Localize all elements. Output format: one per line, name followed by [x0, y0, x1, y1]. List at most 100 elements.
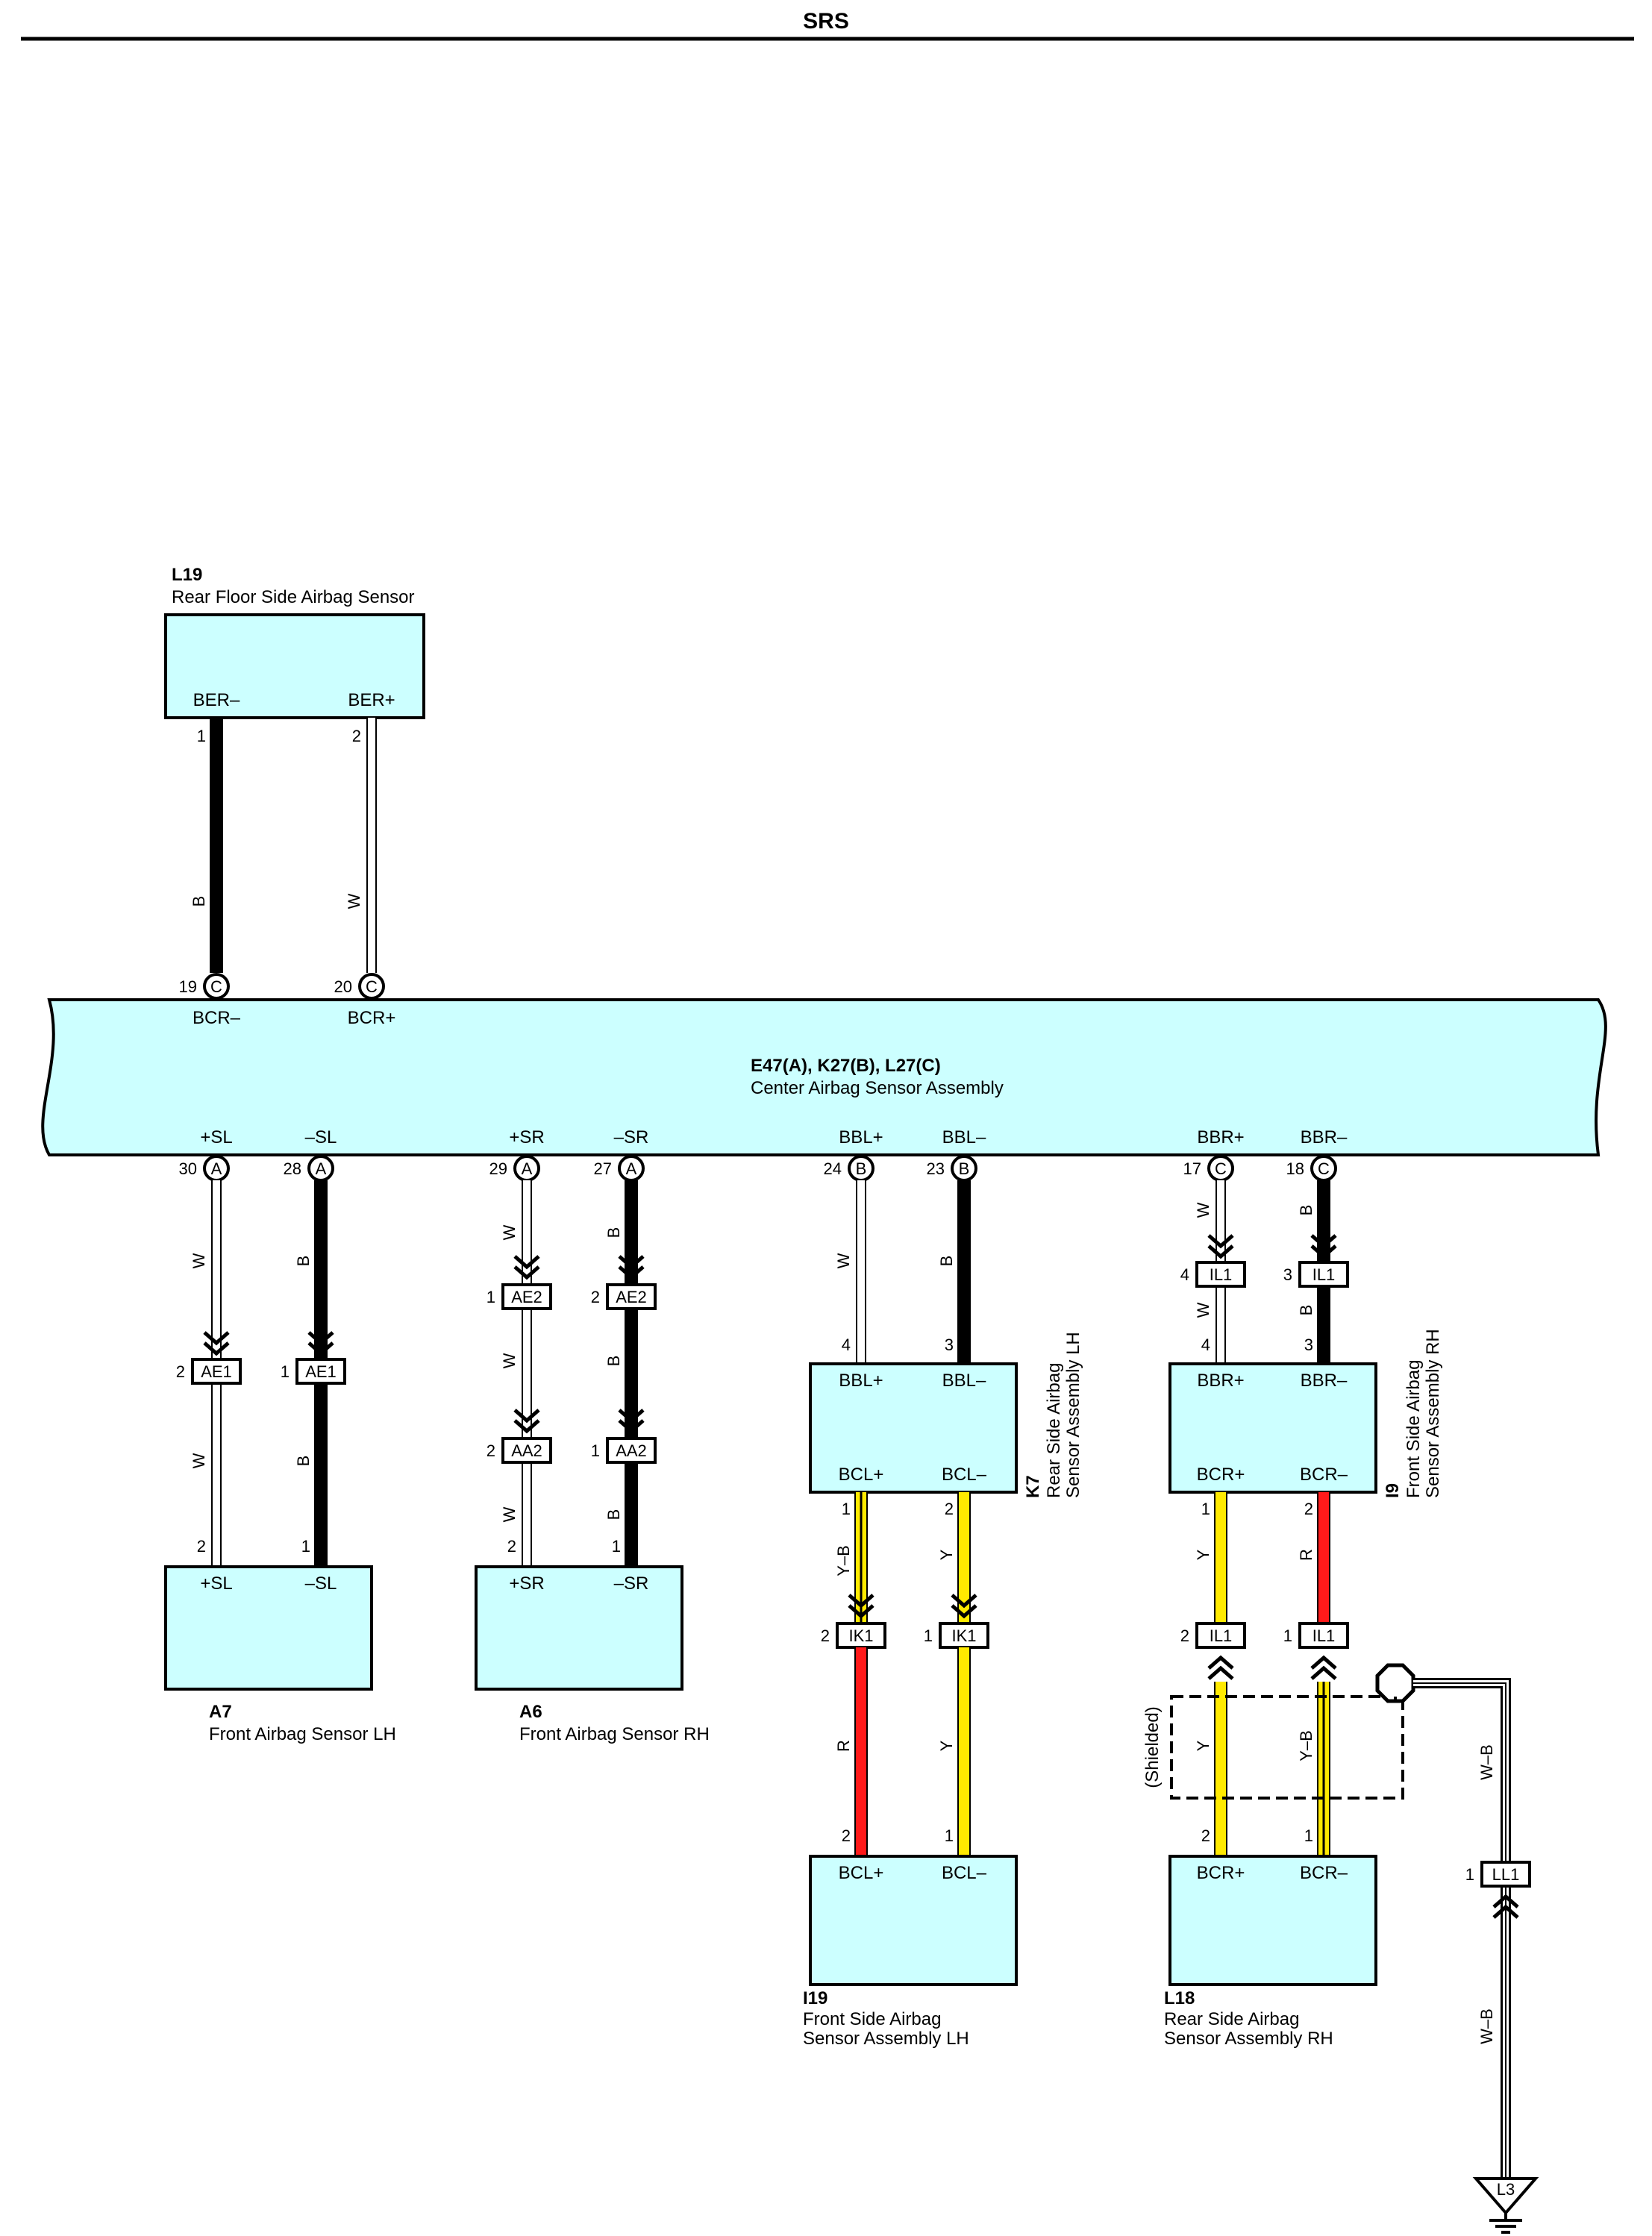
connector-letter: B	[856, 1159, 867, 1178]
connector-letter: C	[366, 977, 378, 996]
pin-label: 1	[1283, 1626, 1292, 1645]
pin-label: 18	[1286, 1159, 1304, 1178]
ground-point-icon	[1472, 2177, 1539, 2216]
pin-label: 3	[945, 1335, 954, 1354]
connector-label: IK1	[951, 1626, 976, 1645]
connector-label: LL1	[1492, 1865, 1520, 1884]
wire-color-label: W–B	[1477, 2008, 1496, 2044]
a6-code: A6	[519, 1702, 542, 1722]
connector-label: AE1	[201, 1362, 232, 1381]
wire-color-label: B	[604, 1227, 623, 1238]
connector-letter: A	[626, 1159, 637, 1178]
k7-term-bcl-plus: BCL+	[839, 1465, 884, 1485]
i9-name-line2: Sensor Assembly RH	[1423, 1329, 1443, 1498]
i19-code: I19	[803, 1988, 827, 2008]
l18-term-bcr-plus: BCR+	[1197, 1863, 1245, 1883]
center-term-bbl-plus: BBL+	[839, 1127, 883, 1147]
pin-label: 28	[284, 1159, 301, 1178]
connector-label: AE2	[511, 1288, 542, 1306]
wire-color-label: B	[1297, 1205, 1315, 1216]
wire-color-label: B	[190, 896, 208, 907]
pin-label: 1	[486, 1288, 495, 1306]
connector-ae2	[501, 1283, 552, 1310]
wire-color-label: B	[604, 1509, 623, 1521]
k7-name-line2: Sensor Assembly LH	[1063, 1332, 1083, 1498]
wire-color-label: W	[190, 1453, 208, 1468]
connector-label: IL1	[1210, 1265, 1233, 1284]
center-term-bbl-minus: BBL–	[942, 1127, 986, 1147]
k7-term-bbl-plus: BBL+	[839, 1371, 883, 1391]
center-airbag-sensor-assembly	[41, 998, 1607, 1156]
wire-color-label: Y	[937, 1740, 956, 1751]
connector-label: IK1	[848, 1626, 873, 1645]
pin-label: 2	[176, 1362, 185, 1381]
i19-name-line2: Sensor Assembly LH	[803, 2029, 969, 2049]
wire-color-label: W	[1194, 1202, 1213, 1218]
l18-name-line1: Rear Side Airbag	[1164, 2009, 1299, 2029]
connector-label: AA2	[616, 1441, 647, 1460]
pin-label: 17	[1183, 1159, 1201, 1178]
connector-ae1	[191, 1358, 242, 1385]
pin-label: 1	[945, 1826, 954, 1845]
center-term-bcr-plus: BCR+	[348, 1008, 396, 1028]
pin-label: 4	[842, 1335, 851, 1354]
k7-component	[809, 1362, 1018, 1494]
wire-color-label: W	[500, 1506, 519, 1522]
l19-term-ber-plus: BER+	[348, 690, 395, 710]
connector-chevron	[618, 1409, 645, 1434]
pin-label: 1	[591, 1441, 600, 1460]
pin-label: 2	[821, 1626, 830, 1645]
a6-term-minus-sr: –SR	[614, 1573, 649, 1594]
center-term-bbr-plus: BBR+	[1197, 1127, 1244, 1147]
a7-term-minus-sl: –SL	[305, 1573, 337, 1594]
center-term-plus-sl: +SL	[200, 1127, 232, 1147]
connector-chevron	[1207, 1655, 1234, 1680]
connector-chevron	[1310, 1655, 1337, 1680]
connector-ik1	[939, 1622, 989, 1649]
connector-il1	[1298, 1261, 1349, 1288]
pin-label: 1	[281, 1362, 290, 1381]
pin-label: 1	[1304, 1826, 1313, 1845]
i9-code: I9	[1383, 1483, 1403, 1498]
center-term-plus-sr: +SR	[509, 1127, 544, 1147]
wire-color-label: B	[937, 1256, 956, 1267]
connector-letter: B	[959, 1159, 970, 1178]
wire-color-label: R	[1297, 1549, 1315, 1561]
l18-component	[1168, 1855, 1377, 1986]
connector-letter: A	[316, 1159, 327, 1178]
connector-chevron	[848, 1594, 875, 1619]
i19-component	[809, 1855, 1018, 1986]
a6-name: Front Airbag Sensor RH	[519, 1724, 710, 1744]
pin-label: 2	[1304, 1500, 1313, 1518]
connector-chevron	[951, 1594, 977, 1619]
connector-chevron	[203, 1331, 230, 1356]
pin-label: 2	[945, 1500, 954, 1518]
wire-color-label: W	[190, 1253, 208, 1268]
wire-color-label: B	[294, 1256, 313, 1267]
i9-name-line1: Front Side Airbag	[1404, 1360, 1424, 1498]
connector-label: AE1	[305, 1362, 337, 1381]
i19-name-line1: Front Side Airbag	[803, 2009, 941, 2029]
connector-ae2	[606, 1283, 657, 1310]
center-code: E47(A), K27(B), L27(C)	[751, 1056, 941, 1076]
a6-term-plus-sr: +SR	[509, 1573, 544, 1594]
pin-label: 2	[197, 1537, 206, 1556]
a7-code: A7	[209, 1702, 232, 1722]
wire-color-label: W	[500, 1224, 519, 1240]
page-title: SRS	[803, 9, 849, 34]
connector-chevron	[513, 1255, 540, 1280]
pin-label: 1	[612, 1537, 621, 1556]
connector-label: IL1	[1210, 1626, 1233, 1645]
center-bottom-connectors: A 30 A 28 A 29 A 27 B 24 B 23 C 17 C 18	[179, 1155, 1337, 1182]
center-term-minus-sr: –SR	[614, 1127, 649, 1147]
pin-label: 3	[1283, 1265, 1292, 1284]
pin-label: 24	[824, 1159, 842, 1178]
pin-label: 4	[1180, 1265, 1189, 1284]
wire-color-label: W	[1194, 1302, 1213, 1318]
a6-component	[475, 1565, 683, 1691]
wire-wb-stripe	[1413, 1682, 1506, 2179]
center-term-bbr-minus: BBR–	[1301, 1127, 1348, 1147]
pin-label: 2	[486, 1441, 495, 1460]
connector-ll1	[1480, 1861, 1531, 1888]
